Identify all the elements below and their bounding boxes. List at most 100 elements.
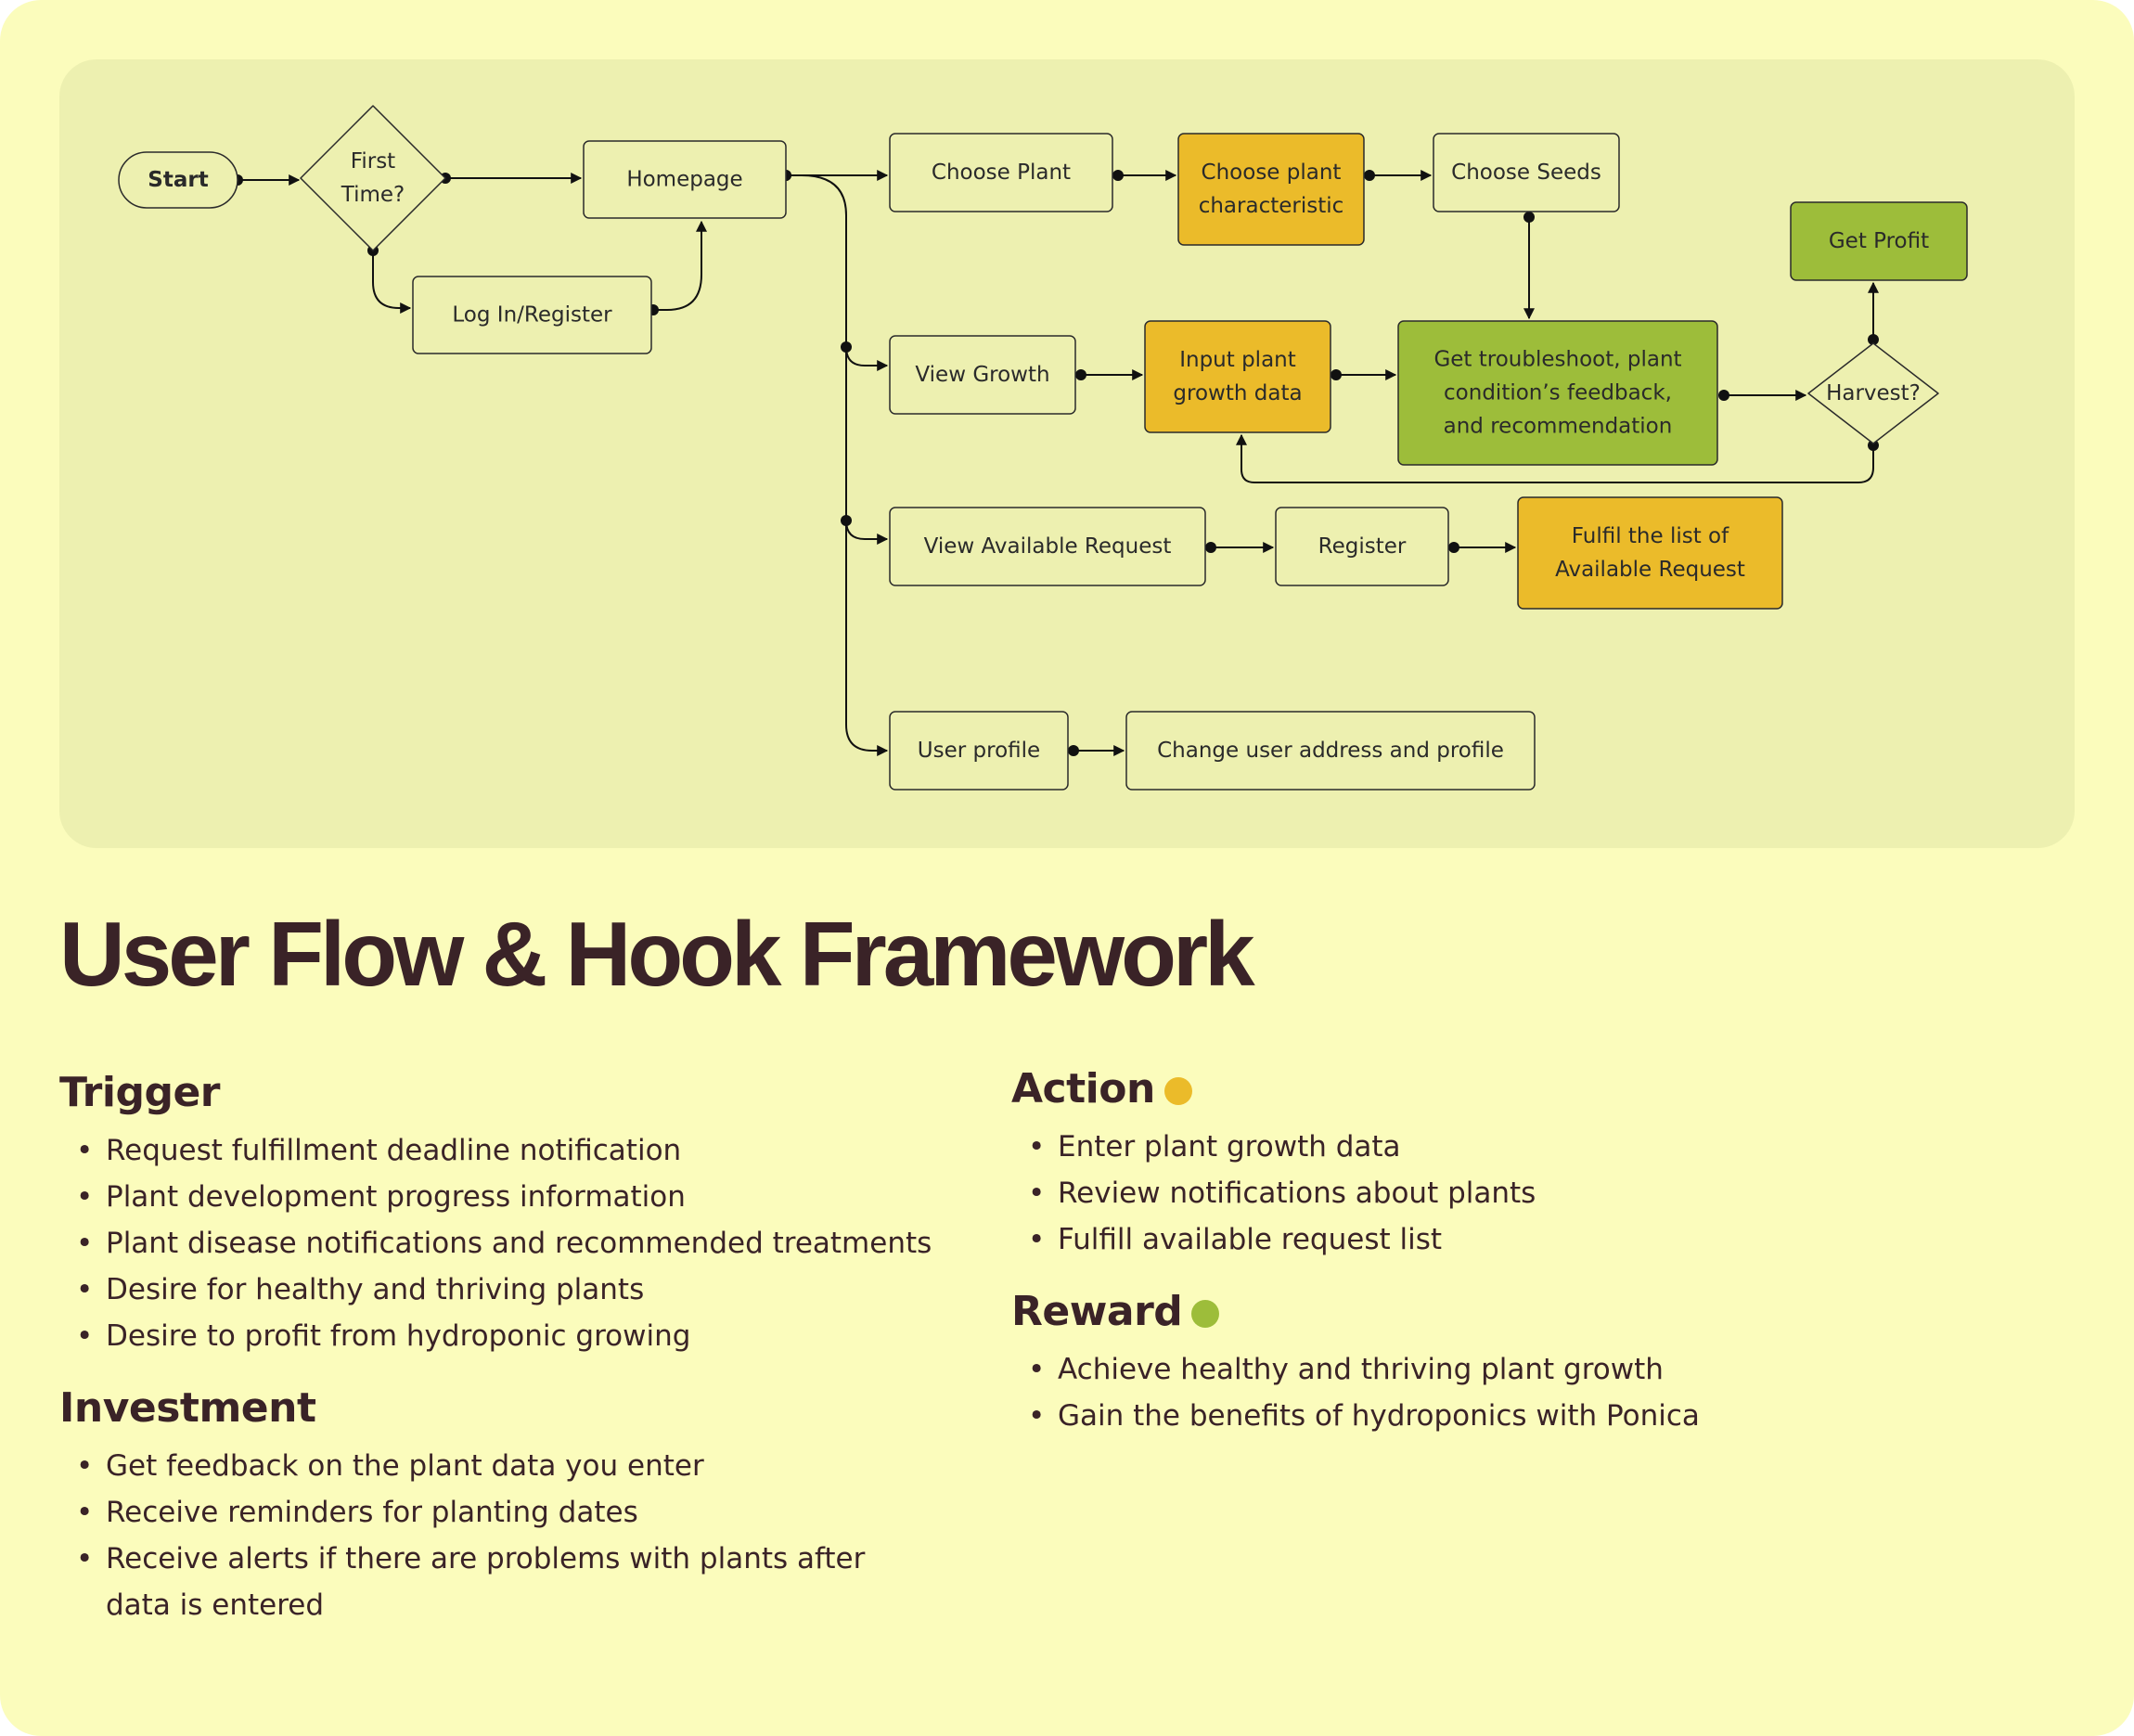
flow-node-label: and recommendation <box>1444 415 1673 439</box>
flow-edge-first-time-to-homepage <box>440 173 583 184</box>
flow-edge-choose-seeds-to-troubleshoot <box>1523 212 1535 320</box>
connector-start-dot <box>1068 745 1079 756</box>
process-box <box>1144 320 1331 433</box>
list-item: Get feedback on the plant data you enter <box>59 1443 932 1489</box>
flow-edge-view-growth-to-input-growth <box>1075 369 1144 380</box>
flow-node-label: Start <box>148 168 208 192</box>
flow-edge-homepage-to-view-request <box>841 341 889 545</box>
flow-node-input-growth: Input plant growth data <box>1144 320 1331 433</box>
flow-edge-user-profile-to-change-profile <box>1068 745 1125 756</box>
connector-line <box>1236 433 1874 483</box>
flow-node-label: Change user address and profile <box>1157 739 1504 763</box>
flow-node-homepage: Homepage <box>583 140 787 219</box>
flow-node-label: User profile <box>918 739 1040 763</box>
action-section: Action Enter plant growth data Review no… <box>1011 1065 1846 1263</box>
connector-start-dot <box>1523 212 1535 223</box>
list-item: Plant development progress information <box>59 1174 950 1220</box>
flow-node-label: Harvest? <box>1826 381 1921 405</box>
flow-edge-homepage-to-user-profile <box>841 515 889 756</box>
flow-edge-harvest-to-get-profit <box>1868 281 1879 345</box>
connector-line <box>845 521 889 756</box>
process-box <box>889 507 1206 586</box>
connector-start-dot <box>1868 334 1879 345</box>
process-box <box>889 133 1113 212</box>
flow-node-label: View Growth <box>915 363 1049 387</box>
process-box <box>1275 507 1449 586</box>
process-box <box>412 276 652 354</box>
action-color-dot <box>1163 1076 1192 1105</box>
flow-node-harvest: Harvest? <box>1807 342 1939 444</box>
flow-node-fulfil: Fulfil the list of Available Request <box>1517 496 1783 610</box>
connector-line <box>845 347 889 545</box>
flow-edge-troubleshoot-to-harvest <box>1718 390 1807 401</box>
reward-section: Reward Achieve healthy and thriving plan… <box>1011 1288 1846 1439</box>
flow-node-register: Register <box>1275 507 1449 586</box>
reward-heading-text: Reward <box>1011 1288 1183 1335</box>
connector-start-dot <box>1448 542 1459 553</box>
flow-edge-choose-plant-to-choose-characteristic <box>1112 170 1177 181</box>
list-item: Receive alerts if there are problems wit… <box>59 1536 932 1628</box>
list-item: Receive reminders for planting dates <box>59 1489 932 1536</box>
flow-edge-harvest-to-input-growth <box>1236 433 1879 483</box>
flow-node-label: View Available Request <box>924 534 1172 559</box>
flow-node-choose-characteristic: Choose plant characteristic <box>1177 133 1365 246</box>
flow-edge-choose-characteristic-to-choose-seeds <box>1364 170 1433 181</box>
flow-node-label: Available Request <box>1555 558 1745 582</box>
process-box <box>1517 496 1783 610</box>
flow-node-label: characteristic <box>1199 194 1344 218</box>
trigger-list: Request fulfillment deadline notificatio… <box>59 1127 950 1359</box>
flow-node-label: Input plant <box>1179 348 1296 372</box>
flow-node-label: Get troubleshoot, plant <box>1433 348 1681 372</box>
flow-node-label: Fulfil the list of <box>1572 524 1729 548</box>
process-box <box>583 140 787 219</box>
flow-edge-start-to-first-time <box>232 174 301 186</box>
investment-heading: Investment <box>59 1384 932 1432</box>
action-heading-text: Action <box>1011 1065 1155 1112</box>
process-box <box>1433 133 1620 212</box>
trigger-heading-text: Trigger <box>59 1069 221 1116</box>
flow-edge-register-to-fulfil <box>1448 542 1517 553</box>
flow-node-user-profile: User profile <box>889 711 1069 791</box>
flow-node-choose-plant: Choose Plant <box>889 133 1113 212</box>
connector-start-dot <box>1331 369 1342 380</box>
connector-line <box>653 220 707 311</box>
investment-list: Get feedback on the plant data you enter… <box>59 1443 932 1628</box>
flow-node-view-growth: View Growth <box>889 335 1076 415</box>
connector-start-dot <box>841 515 852 526</box>
list-item: Achieve healthy and thriving plant growt… <box>1011 1346 1846 1393</box>
flow-node-view-request: View Available Request <box>889 507 1206 586</box>
flow-node-label: Choose Seeds <box>1451 161 1601 185</box>
flow-node-label: First <box>351 149 395 174</box>
decision-diamond <box>1807 342 1939 444</box>
trigger-section: Trigger Request fulfillment deadline not… <box>59 1069 950 1359</box>
flow-node-label: Choose plant <box>1202 161 1342 185</box>
process-box <box>1177 133 1365 246</box>
connector-start-dot <box>1868 440 1879 451</box>
connector-line <box>786 174 889 371</box>
reward-heading: Reward <box>1011 1288 1846 1335</box>
flow-node-label: Register <box>1318 534 1407 559</box>
flow-node-login: Log In/Register <box>412 276 652 354</box>
list-item: Review notifications about plants <box>1011 1170 1846 1216</box>
list-item: Desire to profit from hydroponic growing <box>59 1313 950 1359</box>
terminal-pill <box>118 151 238 209</box>
connector-start-dot <box>1075 369 1086 380</box>
connector-start-dot <box>1718 390 1729 401</box>
investment-heading-text: Investment <box>59 1384 316 1432</box>
list-item: Plant disease notifications and recommen… <box>59 1220 950 1267</box>
investment-section: Investment Get feedback on the plant dat… <box>59 1384 932 1628</box>
connector-line <box>372 251 412 314</box>
reward-color-dot <box>1191 1299 1220 1328</box>
process-box <box>1125 711 1536 791</box>
flow-node-change-profile: Change user address and profile <box>1125 711 1536 791</box>
flow-edge-homepage-to-view-growth <box>780 170 889 371</box>
flow-edge-input-growth-to-troubleshoot <box>1331 369 1397 380</box>
flow-node-label: Choose Plant <box>932 161 1071 185</box>
connector-start-dot <box>1364 170 1375 181</box>
flow-node-label: Get Profit <box>1829 229 1929 253</box>
flow-node-label: growth data <box>1173 381 1302 405</box>
flow-node-label: condition’s feedback, <box>1444 381 1672 405</box>
list-item: Request fulfillment deadline notificatio… <box>59 1127 950 1174</box>
